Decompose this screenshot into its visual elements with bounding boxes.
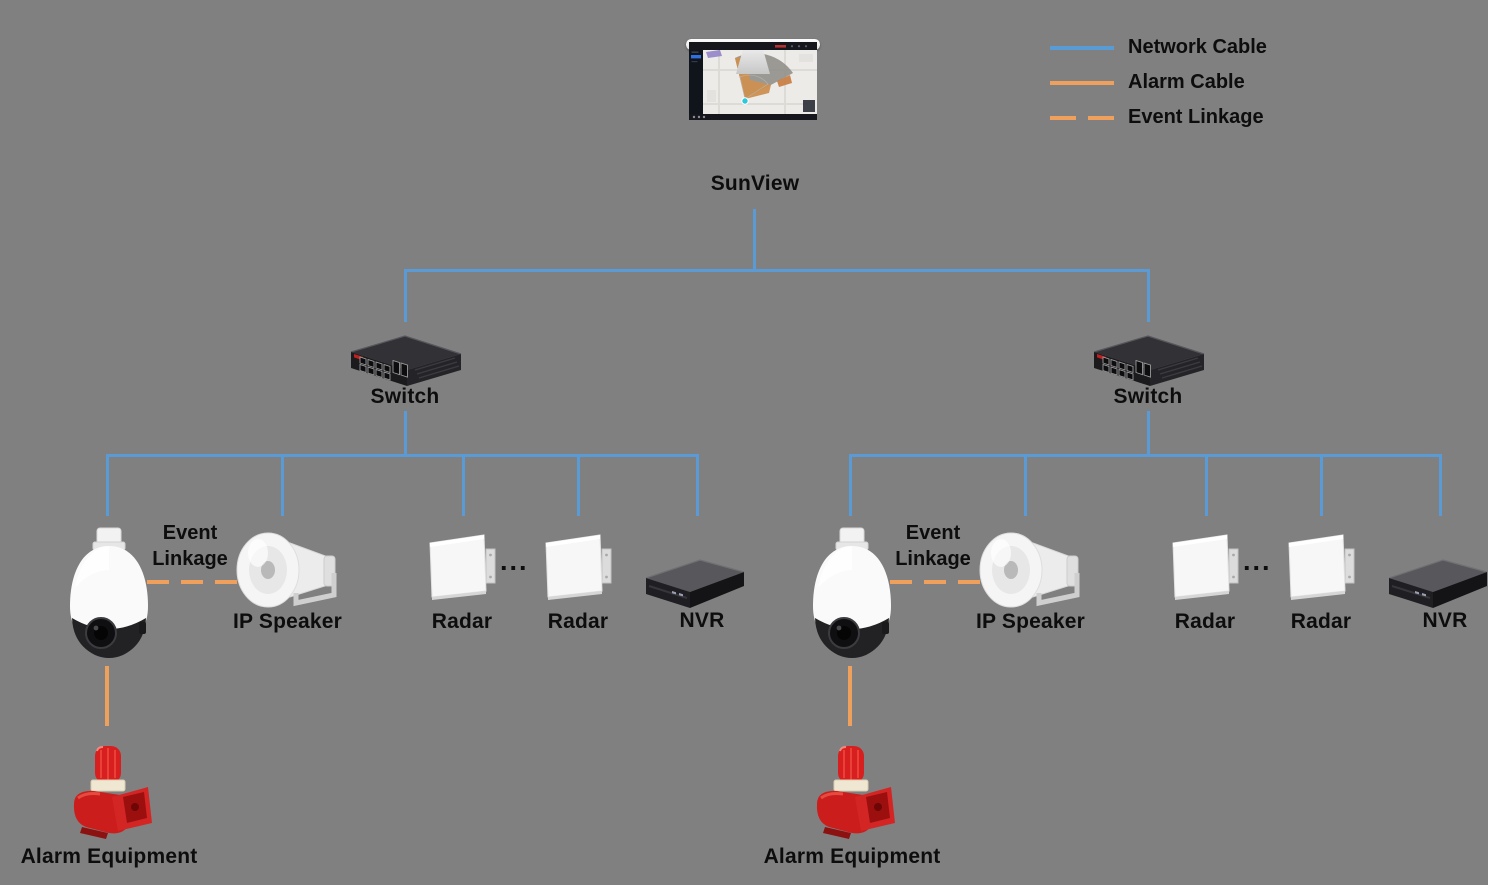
radar-label: Radar: [1174, 610, 1236, 633]
ellipsis-more-radars: ...: [1243, 546, 1272, 576]
radar-icon: [429, 534, 496, 600]
legend-item-alarm-cable: Alarm Cable: [1050, 65, 1267, 100]
legend-item-event-linkage: Event Linkage: [1050, 100, 1267, 135]
network-line-drop-camera: [849, 454, 852, 516]
nvr-icon: [1388, 559, 1488, 608]
event-linkage-label: Event Linkage: [877, 520, 989, 572]
radar-label: Radar: [431, 610, 493, 633]
network-line-drop-radar1: [462, 454, 465, 516]
radar-icon: [1288, 534, 1355, 600]
event-linkage-dashed-line: [147, 580, 237, 584]
ip-speaker-label: IP Speaker: [232, 610, 343, 633]
network-line-switch-stem: [1147, 411, 1150, 455]
switch-icon: [1093, 335, 1205, 386]
event-linkage-line1: Event: [162, 522, 218, 544]
legend: Network Cable Alarm Cable Event Linkage: [1050, 30, 1267, 135]
sunview-label: SunView: [710, 172, 800, 195]
switch-icon: [350, 335, 462, 386]
legend-label-network-cable: Network Cable: [1128, 36, 1267, 58]
network-line-device-bus: [106, 454, 699, 457]
network-line-drop-nvr: [1439, 454, 1442, 516]
network-line-sunview-stem: [753, 209, 756, 270]
network-line-drop-radar2: [577, 454, 580, 516]
network-line-drop-nvr: [696, 454, 699, 516]
network-line-main-bus: [404, 269, 1150, 272]
switch-label: Switch: [370, 385, 440, 408]
radar-icon: [545, 534, 612, 600]
network-cable-line-icon: [1050, 45, 1114, 50]
radar-icon: [1172, 534, 1239, 600]
alarm-cable-line: [105, 666, 109, 726]
event-linkage-line2: Linkage: [152, 548, 228, 570]
alarm-equipment-label: Alarm Equipment: [763, 845, 941, 868]
ptz-camera-icon: [813, 527, 891, 658]
alarm-equipment-label: Alarm Equipment: [20, 845, 198, 868]
ip-speaker-icon: [236, 532, 337, 608]
network-line-drop-speaker: [1024, 454, 1027, 516]
alarm-cable-line: [848, 666, 852, 726]
legend-label-alarm-cable: Alarm Cable: [1128, 71, 1245, 93]
ip-speaker-label: IP Speaker: [975, 610, 1086, 633]
nvr-label: NVR: [679, 609, 725, 632]
nvr-label: NVR: [1422, 609, 1468, 632]
network-line-drop-switch-right: [1147, 269, 1150, 322]
event-linkage-line2: Linkage: [895, 548, 971, 570]
network-line-drop-camera: [106, 454, 109, 516]
alarm-equipment-icon: [816, 746, 895, 839]
ptz-camera-icon: [70, 527, 148, 658]
event-linkage-label: Event Linkage: [134, 520, 246, 572]
network-line-drop-radar2: [1320, 454, 1323, 516]
monitor-bezel: [686, 39, 820, 120]
network-line-switch-stem: [404, 411, 407, 455]
nvr-icon: [645, 559, 745, 608]
legend-label-event-linkage: Event Linkage: [1128, 106, 1264, 128]
radar-label: Radar: [1290, 610, 1352, 633]
event-linkage-line1: Event: [905, 522, 961, 544]
alarm-equipment-icon: [73, 746, 152, 839]
switch-label: Switch: [1113, 385, 1183, 408]
network-line-drop-radar1: [1205, 454, 1208, 516]
site-group-right: Switch Event Linkage: [743, 0, 1488, 885]
network-line-device-bus: [849, 454, 1442, 457]
radar-label: Radar: [547, 610, 609, 633]
monitor-stand-neck: [736, 50, 770, 74]
event-linkage-line-icon: [1050, 115, 1114, 120]
alarm-cable-line-icon: [1050, 80, 1114, 85]
network-line-drop-speaker: [281, 454, 284, 516]
legend-item-network-cable: Network Cable: [1050, 30, 1267, 65]
ip-speaker-icon: [979, 532, 1080, 608]
ellipsis-more-radars: ...: [500, 546, 529, 576]
sunview-screen: [689, 42, 817, 120]
sunview-monitor-icon: [686, 39, 820, 120]
event-linkage-dashed-line: [890, 580, 980, 584]
network-line-drop-switch-left: [404, 269, 407, 322]
